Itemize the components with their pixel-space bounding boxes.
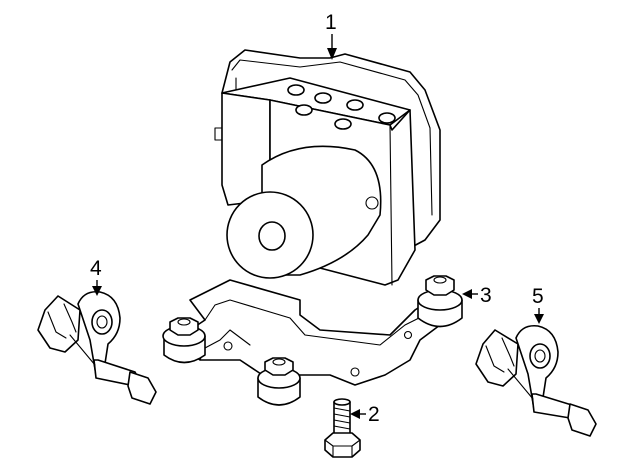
wheel-speed-sensor-right [475,324,597,437]
callout-5-label: 5 [532,285,544,308]
abs-modulator-assembly [214,49,441,286]
callout-4: 4 [90,257,102,296]
callout-2-label: 2 [368,403,380,426]
bolt [324,398,361,458]
callout-4-label: 4 [90,257,102,280]
callout-5: 5 [532,285,544,324]
isolator-bushing-right [417,275,463,328]
mounting-bracket [179,279,446,386]
callout-2: 2 [350,403,380,426]
isolator-bushing-bottom [257,357,301,406]
callout-1: 1 [325,11,337,60]
callout-3: 3 [462,284,492,307]
callout-1-label: 1 [325,11,337,34]
isolator-bushing-left [162,317,206,364]
wheel-speed-sensor-left [37,290,157,405]
callout-3-label: 3 [480,284,492,307]
